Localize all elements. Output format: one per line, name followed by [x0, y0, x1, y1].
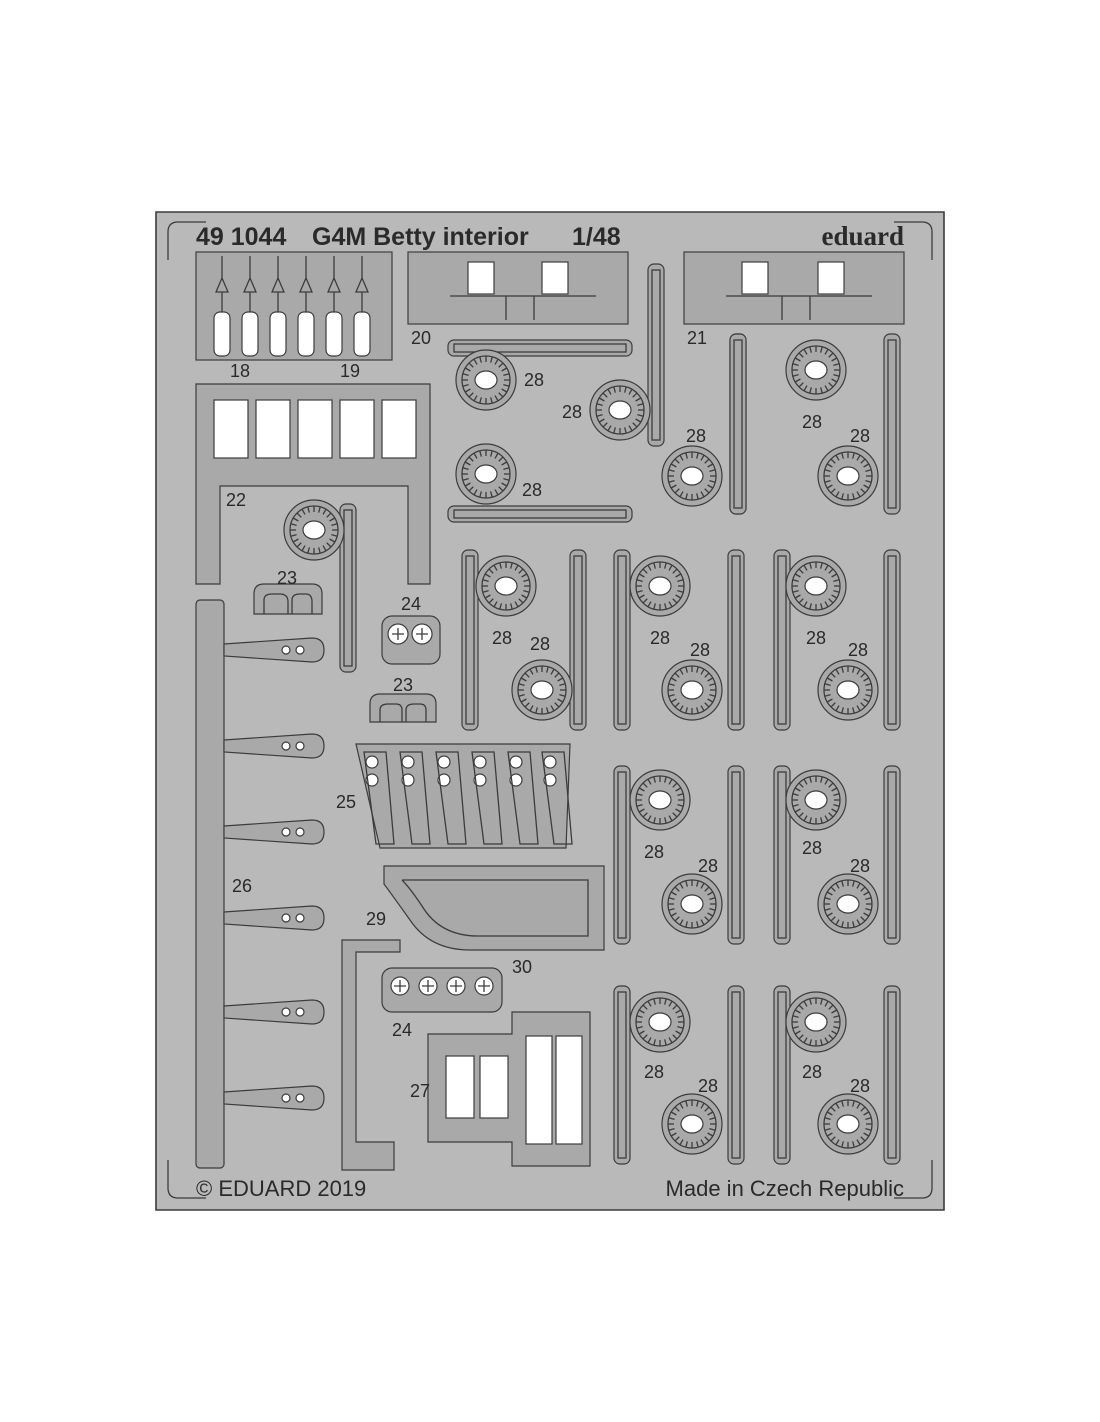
- part-20-panel: [407, 251, 629, 325]
- brand-logo: eduard: [821, 221, 904, 251]
- label-30: 30: [512, 957, 532, 977]
- label-24-upper: 24: [401, 594, 421, 614]
- svg-text:28: 28: [698, 856, 718, 876]
- svg-text:28: 28: [802, 838, 822, 858]
- origin-text: Made in Czech Republic: [666, 1176, 904, 1201]
- svg-text:28: 28: [850, 426, 870, 446]
- part-23-clips-upper: [253, 583, 323, 615]
- svg-text:28: 28: [530, 634, 550, 654]
- label-21: 21: [687, 328, 707, 348]
- label-23-lower: 23: [393, 675, 413, 695]
- label-29: 29: [366, 909, 386, 929]
- fret-scale: 1/48: [572, 223, 621, 251]
- label-27: 27: [410, 1081, 430, 1101]
- svg-text:28: 28: [686, 426, 706, 446]
- svg-text:28: 28: [802, 412, 822, 432]
- svg-text:28: 28: [644, 842, 664, 862]
- label-22: 22: [226, 490, 246, 510]
- part-28-drums: [283, 263, 901, 1165]
- label-26: 26: [232, 876, 252, 896]
- part-24-knobs-upper: [381, 615, 441, 665]
- svg-text:28: 28: [522, 480, 542, 500]
- svg-text:28: 28: [492, 628, 512, 648]
- svg-text:28: 28: [850, 856, 870, 876]
- part-26-rack: [195, 599, 325, 1169]
- label-23-upper: 23: [277, 568, 297, 588]
- svg-text:28: 28: [650, 628, 670, 648]
- catalog-number: 49 1044: [196, 223, 286, 251]
- part-29-bracket: [341, 939, 401, 1171]
- part-22-frame: [195, 383, 431, 585]
- part-24-knobs-lower: [381, 967, 503, 1013]
- label-20: 20: [411, 328, 431, 348]
- part-30-duct: [383, 865, 605, 951]
- fret-title: G4M Betty interior: [312, 223, 529, 251]
- part-25-wedges: [355, 743, 573, 849]
- svg-text:28: 28: [850, 1076, 870, 1096]
- part-27-box: [427, 1011, 591, 1167]
- part-18-19-straps: [195, 251, 393, 361]
- part-28-labels: 28 28 28 28 28 28 28 28 28 28 28 28 28 28 28 28 28 28 28 28: [492, 370, 870, 1096]
- svg-text:28: 28: [644, 1062, 664, 1082]
- fret-frame-line: [167, 221, 933, 1199]
- svg-text:28: 28: [848, 640, 868, 660]
- label-24-lower: 24: [392, 1020, 412, 1040]
- svg-text:28: 28: [698, 1076, 718, 1096]
- svg-text:28: 28: [806, 628, 826, 648]
- label-19: 19: [340, 361, 360, 381]
- part-21-panel: [683, 251, 905, 325]
- svg-text:28: 28: [524, 370, 544, 390]
- svg-text:28: 28: [690, 640, 710, 660]
- label-18: 18: [230, 361, 250, 381]
- copyright-text: © EDUARD 2019: [196, 1176, 366, 1201]
- part-23-clips-lower: [369, 693, 437, 723]
- svg-text:28: 28: [802, 1062, 822, 1082]
- label-25: 25: [336, 792, 356, 812]
- svg-text:28: 28: [562, 402, 582, 422]
